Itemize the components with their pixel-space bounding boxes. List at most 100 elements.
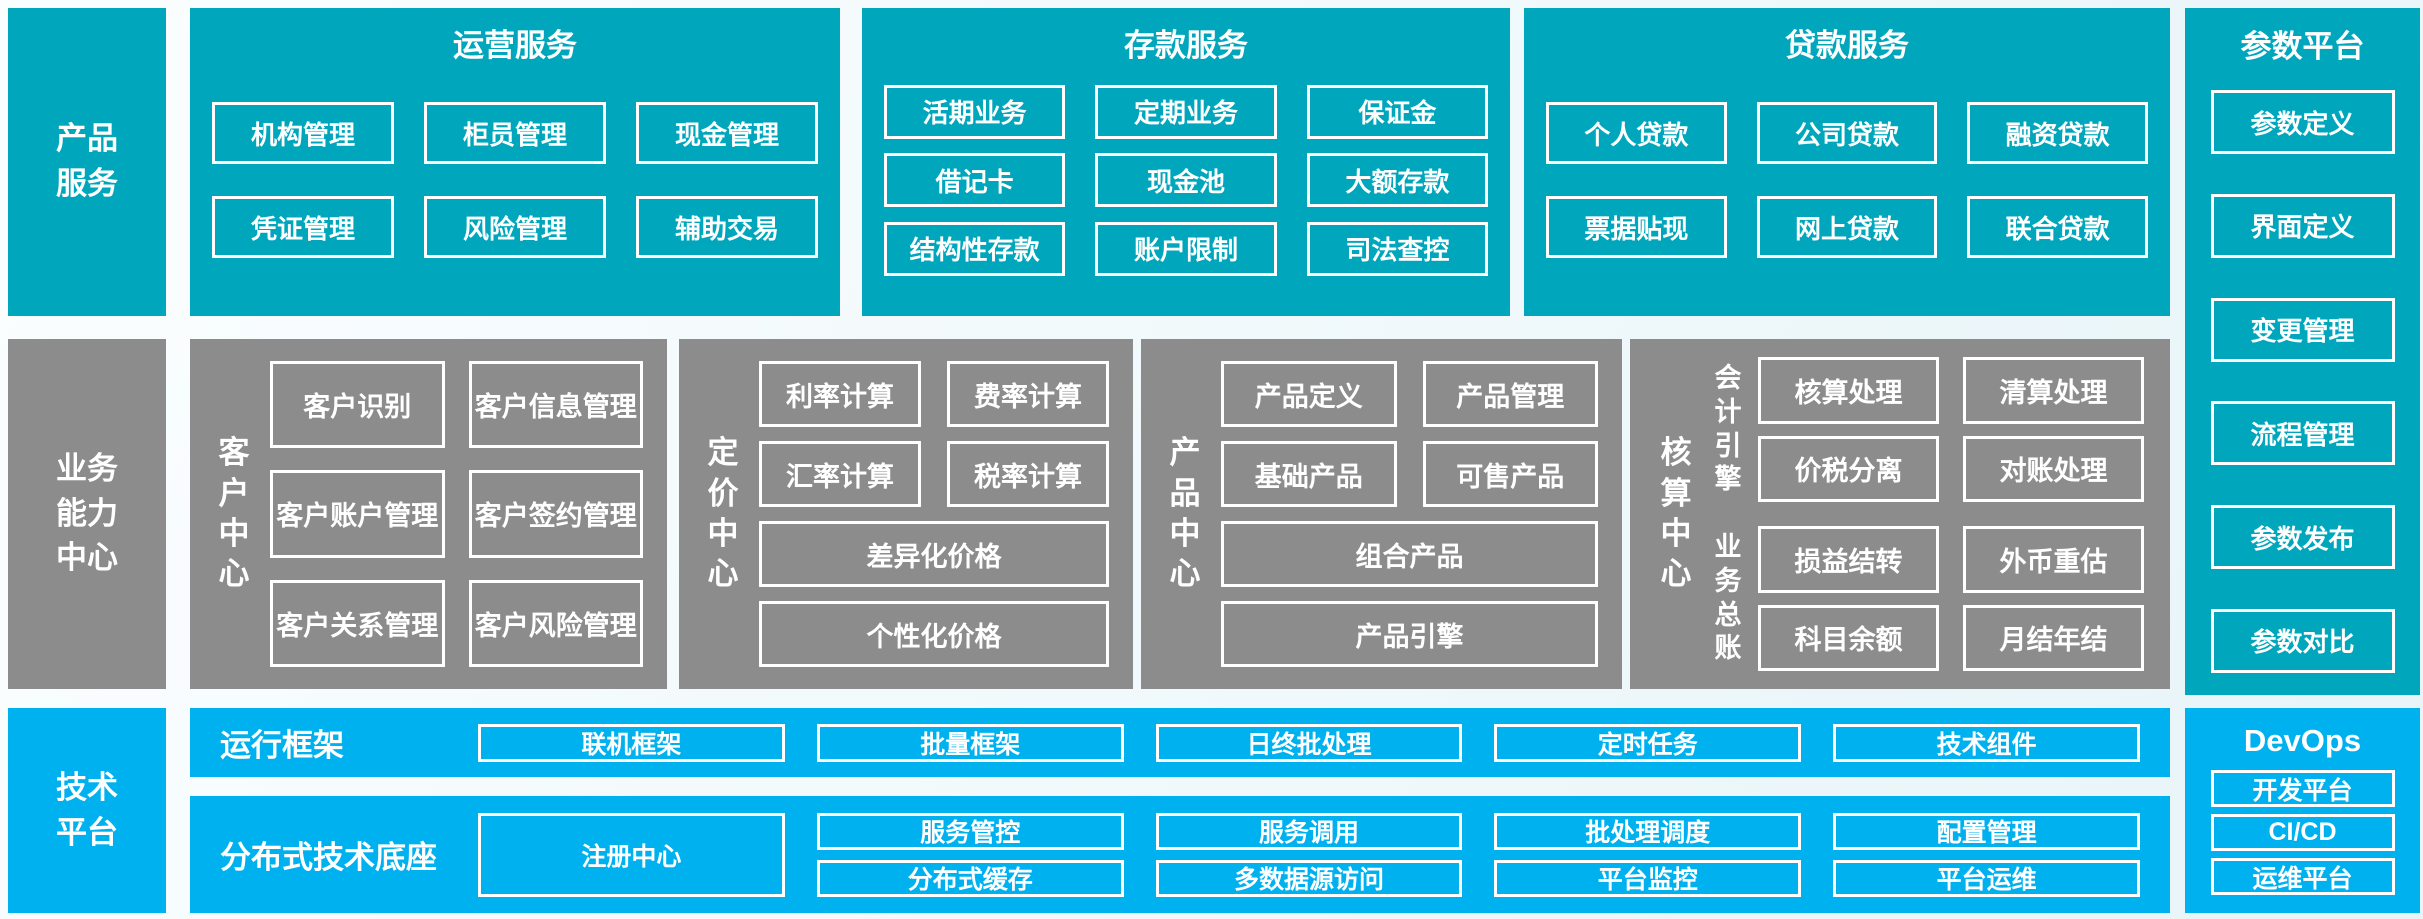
section-product-center: 产品中心 产品定义 产品管理 基础产品 可售产品 组合产品 产品引擎 [1141, 339, 1622, 689]
module-box: 产品管理 [1422, 361, 1598, 427]
wide-bar-box: 个性化价格 [759, 601, 1109, 667]
module-box: 外币重估 [1963, 526, 2144, 593]
module-box: 服务调用 [1155, 812, 1463, 850]
module-box: 清算处理 [1963, 357, 2144, 424]
wide-bar-box: 差异化价格 [759, 521, 1109, 587]
module-box: 联合贷款 [1967, 196, 2149, 258]
section-title: 存款服务 [1124, 28, 1248, 63]
module-box: 服务管控 [816, 812, 1124, 850]
sub-vertical-label: 会计引擎 [1714, 363, 1742, 495]
devops-item-box: CI/CD [2210, 814, 2395, 851]
module-box: 联机框架 [478, 723, 785, 762]
parameter-item-box: 参数对比 [2210, 608, 2395, 673]
module-box: 个人贷款 [1546, 102, 1727, 164]
group-business-ledger: 业务总账 损益结转 外币重估 科目余额 月结年结 [1712, 526, 2144, 671]
row-label: 运行框架 [220, 728, 344, 763]
module-box: 可售产品 [1422, 441, 1598, 507]
row-label: 分布式技术底座 [220, 840, 437, 875]
module-box: 机构管理 [212, 102, 394, 164]
module-box: 保证金 [1306, 84, 1488, 139]
module-box: 批量框架 [816, 723, 1124, 762]
parameter-item-box: 参数定义 [2210, 90, 2395, 154]
registry-box: 注册中心 [478, 812, 785, 897]
module-box: 借记卡 [884, 153, 1066, 207]
section-loan: 贷款服务 个人贷款 公司贷款 融资贷款 票据贴现 网上贷款 联合贷款 [1524, 8, 2170, 316]
module-box: 融资贷款 [1967, 102, 2149, 164]
module-box: 柜员管理 [424, 102, 606, 164]
wide-bar-box: 产品引擎 [1221, 601, 1598, 667]
panel-title: 参数平台 [2240, 29, 2365, 64]
module-box: 批处理调度 [1494, 812, 1802, 850]
stacked-pair: 配置管理 平台运维 [1833, 812, 2140, 897]
module-box: 多数据源访问 [1155, 859, 1463, 897]
module-box: 平台监控 [1494, 859, 1802, 897]
module-box: 账户限制 [1095, 221, 1277, 276]
devops-item-box: 开发平台 [2210, 770, 2395, 807]
devops-item-box: 运维平台 [2210, 858, 2395, 895]
module-box: 活期业务 [884, 84, 1066, 139]
module-box: 损益结转 [1758, 526, 1939, 593]
sub-vertical-label: 业务总账 [1714, 532, 1742, 664]
module-box: 凭证管理 [212, 196, 394, 258]
module-box: 日终批处理 [1155, 723, 1463, 762]
wide-bar-box: 组合产品 [1221, 521, 1598, 587]
module-box: 现金管理 [636, 102, 818, 164]
devops-panel: DevOps 开发平台 CI/CD 运维平台 [2185, 708, 2420, 913]
module-box: 客户风险管理 [468, 579, 643, 667]
rail-product-services: 产品 服务 [8, 8, 166, 316]
section-accounting-center: 核算中心 会计引擎 核算处理 清算处理 价税分离 对账处理 业务总账 损益结转 … [1630, 339, 2170, 689]
module-box: 司法查控 [1306, 221, 1488, 276]
runtime-framework-row: 运行框架 联机框架 批量框架 日终批处理 定时任务 技术组件 [190, 708, 2170, 777]
module-box: 配置管理 [1833, 812, 2140, 850]
vertical-label: 定价中心 [707, 435, 739, 592]
rail-business-capability: 业务 能力 中心 [8, 339, 166, 689]
group-accounting-engine: 会计引擎 核算处理 清算处理 价税分离 对账处理 [1712, 357, 2144, 502]
stacked-pair: 服务管控 分布式缓存 [816, 812, 1124, 897]
module-box: 科目余额 [1758, 604, 1939, 671]
parameter-item-box: 流程管理 [2210, 401, 2395, 466]
vertical-label: 产品中心 [1169, 435, 1201, 592]
module-box: 公司贷款 [1756, 102, 1938, 164]
module-box: 风险管理 [424, 196, 606, 258]
module-box: 分布式缓存 [816, 859, 1124, 897]
module-box: 大额存款 [1306, 153, 1488, 207]
module-box: 辅助交易 [636, 196, 818, 258]
module-box: 费率计算 [947, 361, 1109, 427]
module-box: 产品定义 [1221, 361, 1397, 427]
module-box: 结构性存款 [884, 221, 1066, 276]
module-box: 客户关系管理 [270, 579, 445, 667]
module-box: 现金池 [1095, 153, 1277, 207]
panel-title: DevOps [2243, 723, 2362, 758]
module-box: 基础产品 [1221, 441, 1397, 507]
parameter-item-box: 参数发布 [2210, 505, 2395, 570]
section-operations: 运营服务 机构管理 柜员管理 现金管理 凭证管理 风险管理 辅助交易 [190, 8, 840, 316]
vertical-label: 核算中心 [1660, 435, 1692, 592]
section-title: 贷款服务 [1785, 28, 1909, 63]
module-box: 税率计算 [947, 441, 1109, 507]
section-deposit: 存款服务 活期业务 定期业务 保证金 借记卡 现金池 大额存款 结构性存款 账户… [862, 8, 1510, 316]
module-box: 月结年结 [1963, 604, 2144, 671]
module-box: 利率计算 [759, 361, 921, 427]
section-customer-center: 客户中心 客户识别 客户信息管理 客户账户管理 客户签约管理 客户关系管理 客户… [190, 339, 667, 689]
stacked-pair: 批处理调度 平台监控 [1494, 812, 1802, 897]
module-box: 对账处理 [1963, 435, 2144, 502]
module-box: 客户签约管理 [468, 470, 643, 558]
module-box: 客户信息管理 [468, 361, 643, 449]
stacked-pair: 服务调用 多数据源访问 [1155, 812, 1463, 897]
module-box: 价税分离 [1758, 435, 1939, 502]
vertical-label: 客户中心 [218, 435, 250, 592]
module-box: 平台运维 [1833, 859, 2140, 897]
section-pricing-center: 定价中心 利率计算 费率计算 汇率计算 税率计算 差异化价格 个性化价格 [679, 339, 1133, 689]
distributed-base-row: 分布式技术底座 注册中心 服务管控 分布式缓存 服务调用 多数据源访问 批处理调… [190, 796, 2170, 913]
module-box: 客户识别 [270, 361, 445, 449]
module-box: 技术组件 [1833, 723, 2140, 762]
section-title: 运营服务 [453, 28, 577, 63]
module-box: 核算处理 [1758, 357, 1939, 424]
parameter-item-box: 变更管理 [2210, 297, 2395, 362]
rail-tech-platform: 技术 平台 [8, 708, 166, 913]
parameter-item-box: 界面定义 [2210, 193, 2395, 258]
module-box: 票据贴现 [1546, 196, 1727, 258]
module-box: 客户账户管理 [270, 470, 445, 558]
module-box: 汇率计算 [759, 441, 921, 507]
